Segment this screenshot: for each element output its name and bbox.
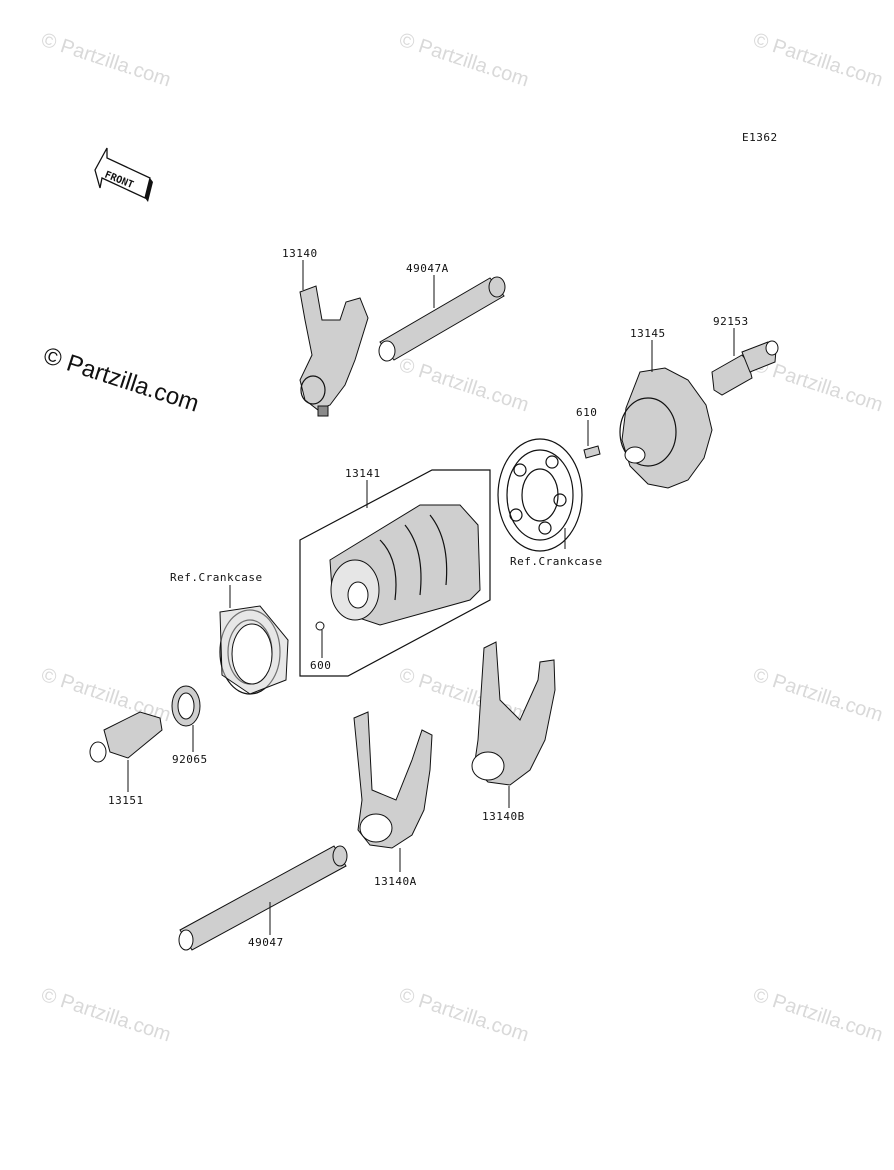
shift-fork-13140B <box>471 641 556 786</box>
label-13140: 13140 <box>282 247 318 260</box>
diagram-code: E1362 <box>742 131 778 144</box>
shift-fork-13140 <box>299 285 369 417</box>
watermark-text: © Partzilla.com <box>38 984 173 1047</box>
watermark-text: © Partzilla.com <box>396 29 531 92</box>
label-92153: 92153 <box>713 315 749 328</box>
label-ref-crankcase-right: Ref.Crankcase <box>510 555 603 568</box>
needle-bearing-left <box>219 605 289 695</box>
bolt-92153 <box>711 340 779 396</box>
front-arrow-icon: FRONT <box>94 147 153 202</box>
leader-lines <box>127 260 735 935</box>
neutral-switch-13151 <box>89 711 163 763</box>
label-610: 610 <box>576 406 597 419</box>
label-600: 600 <box>310 659 331 672</box>
watermark-text: © Partzilla.com <box>396 354 531 417</box>
watermark-text: © Partzilla.com <box>750 664 885 727</box>
shaft-49047 <box>178 845 348 951</box>
label-92065: 92065 <box>172 753 208 766</box>
watermark-main: © Partzilla.com <box>40 342 202 418</box>
label-49047A: 49047A <box>406 262 449 275</box>
label-13140B: 13140B <box>482 810 525 823</box>
label-13141: 13141 <box>345 467 381 480</box>
watermark-text: © Partzilla.com <box>38 29 173 92</box>
watermark-text: © Partzilla.com <box>396 984 531 1047</box>
watermark-text: © Partzilla.com <box>750 29 885 92</box>
bearing-right <box>497 438 583 552</box>
label-13151: 13151 <box>108 794 144 807</box>
watermark-text: © Partzilla.com <box>750 984 885 1047</box>
shift-fork-13140A <box>353 711 433 849</box>
shift-drum-cam-13145 <box>619 367 713 489</box>
label-13140A: 13140A <box>374 875 417 888</box>
label-ref-crankcase-left: Ref.Crankcase <box>170 571 263 584</box>
label-49047: 49047 <box>248 936 284 949</box>
pin-610 <box>583 445 601 459</box>
washer-92065 <box>171 685 201 727</box>
part-labels: 13140 49047A 13145 92153 610 13141 Ref.C… <box>108 247 749 949</box>
shift-drum-group-13141 <box>299 469 491 677</box>
label-13145: 13145 <box>630 327 666 340</box>
shaft-49047A <box>378 276 506 362</box>
